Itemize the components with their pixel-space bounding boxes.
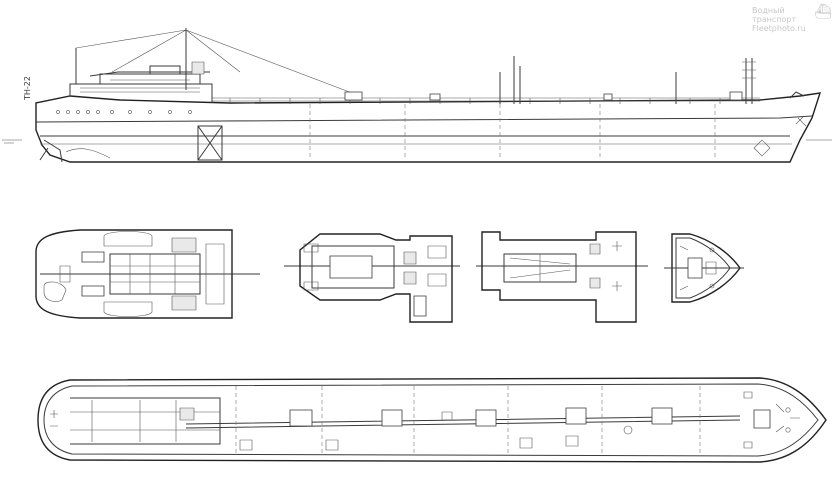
cargo-hatches — [289, 407, 673, 427]
bridge-deck-vents — [403, 251, 417, 285]
stern-vents — [171, 237, 197, 311]
platform-winches — [612, 241, 622, 291]
deck-valve — [623, 425, 633, 435]
compass-deck-items — [427, 245, 447, 287]
hull-outline — [35, 92, 822, 163]
stern-rudder — [39, 139, 63, 163]
hull-number-label: ТН-22 — [23, 76, 32, 101]
fore-mast — [745, 58, 753, 104]
superstructure-lower — [69, 83, 213, 103]
side-ladder-frame — [197, 125, 223, 161]
lifeboat-port — [103, 231, 153, 247]
deck-railing — [212, 97, 760, 102]
stern-liferaft — [43, 281, 67, 302]
deck-hatches — [429, 91, 743, 101]
stern-deck-outline — [35, 229, 233, 319]
funnel — [191, 61, 205, 75]
waterline-mark-left — [2, 139, 22, 144]
railing-posts — [229, 98, 721, 104]
bridge-wing-consoles — [303, 243, 319, 291]
bridge-deck-outline — [299, 233, 453, 323]
ship-icon: ⛴ — [814, 4, 832, 20]
bridge-ladder — [413, 295, 427, 317]
deck-plan-stern — [35, 229, 260, 319]
side-elevation: ТН-22 — [2, 28, 832, 163]
main-deck-outline — [37, 377, 827, 463]
platform-house — [503, 253, 577, 283]
windlass — [687, 257, 703, 279]
fore-mast-yards — [742, 61, 756, 79]
watermark: Водный транспорт Fleetphoto.ru ⛴ — [752, 4, 832, 33]
stern-mooring — [50, 410, 58, 427]
mast-rigging — [75, 29, 361, 97]
deck-plan-forecastle-platform — [476, 231, 648, 323]
bulkhead-lines — [309, 104, 716, 160]
aft-house-grid — [70, 400, 220, 442]
aft-house-hatch — [179, 407, 195, 421]
bow-fairleads — [775, 403, 800, 433]
watermark-line-1: Водный — [752, 6, 785, 15]
main-deck-plan — [37, 377, 827, 463]
bridge-deck — [89, 71, 210, 77]
chart-room — [329, 255, 373, 279]
stern-propeller-line — [65, 148, 111, 159]
wheelhouse — [149, 65, 181, 75]
midship-masts — [513, 56, 521, 104]
tank-lids — [239, 435, 579, 451]
deck-plan-bow — [664, 233, 744, 303]
bow-chain-stoppers — [679, 245, 717, 291]
aft-house-plan — [70, 397, 221, 445]
bow-fitting — [789, 91, 805, 99]
stern-hatch — [205, 243, 225, 305]
stern-deckhouse-grid — [110, 254, 200, 294]
watermark-line-2: транспорт — [752, 15, 797, 24]
stern-deckhouse — [109, 253, 201, 295]
watermark-line-3: Fleetphoto.ru — [752, 24, 806, 33]
superstructure-rails — [80, 79, 200, 93]
platform-outline — [481, 231, 637, 323]
platform-vents — [589, 243, 601, 289]
lifeboat-starboard — [103, 301, 153, 317]
main-deck-line — [35, 115, 813, 123]
steering-gear — [59, 265, 71, 283]
deck-house-mid — [344, 91, 363, 101]
main-deck-inner — [43, 383, 819, 457]
bow-hawse — [795, 115, 807, 127]
cargo-pipeline — [185, 415, 741, 429]
superstructure-upper — [99, 73, 201, 84]
stern-bitts — [81, 251, 105, 297]
bow-bitts — [743, 391, 753, 449]
portholes — [56, 110, 192, 114]
platform-hatch-lines — [509, 254, 571, 282]
bow-windlass-main — [753, 409, 771, 429]
wheelhouse-plan — [311, 245, 395, 289]
deck-plan-bridge — [284, 233, 460, 323]
deck-valve-box — [441, 411, 453, 421]
anchor-mark — [753, 139, 771, 157]
